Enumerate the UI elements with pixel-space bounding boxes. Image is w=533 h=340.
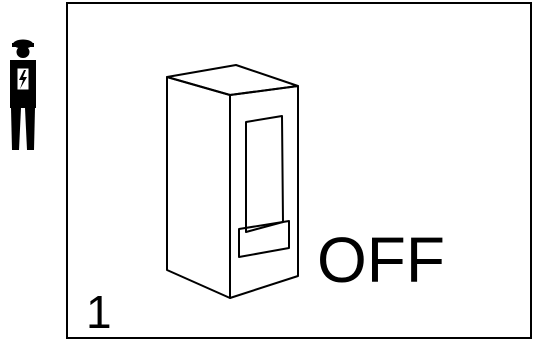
step-number: 1 (86, 286, 112, 338)
electrician-warning-icon (10, 39, 36, 150)
breaker-switch-icon (166, 64, 299, 299)
instruction-frame (66, 2, 532, 339)
switch-state-label: OFF (317, 224, 445, 296)
